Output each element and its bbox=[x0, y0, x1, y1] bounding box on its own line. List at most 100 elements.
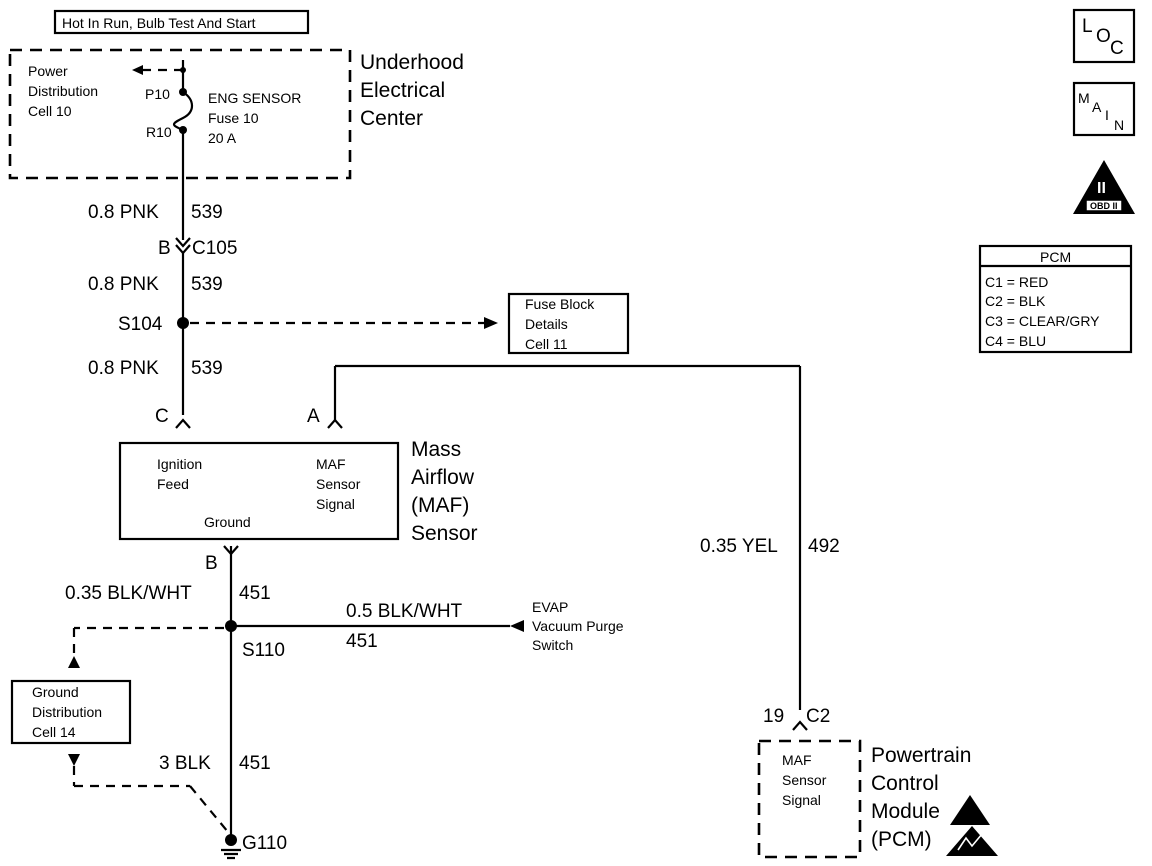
header-note-box bbox=[53, 9, 310, 35]
c105-pin: B bbox=[158, 238, 171, 259]
underhood-electrical-center-box bbox=[8, 48, 352, 180]
power-distribution-label: Power bbox=[28, 63, 68, 79]
svg-text:Electrical: Electrical bbox=[360, 79, 445, 102]
svg-text:Module: Module bbox=[871, 800, 940, 823]
svg-text:L: L bbox=[1082, 16, 1093, 37]
pcm-title: Powertrain bbox=[871, 744, 971, 767]
maf-title: Mass bbox=[411, 438, 461, 461]
svg-text:0.35 YEL: 0.35 YEL bbox=[700, 536, 778, 557]
arrow-left-icon bbox=[510, 620, 524, 632]
svg-text:Cell 11: Cell 11 bbox=[525, 336, 568, 352]
svg-text:Distribution: Distribution bbox=[32, 704, 102, 720]
svg-text:0.8 PNK: 0.8 PNK bbox=[88, 358, 159, 379]
svg-text:Vacuum Purge: Vacuum Purge bbox=[532, 618, 624, 634]
header-note: Hot In Run, Bulb Test And Start bbox=[62, 15, 256, 31]
svg-text:Feed: Feed bbox=[157, 476, 189, 492]
pcm-legend-title: PCM bbox=[1040, 249, 1071, 265]
arrow-up-icon bbox=[68, 656, 80, 668]
pcm-box bbox=[757, 739, 862, 859]
underhood-title: Underhood bbox=[360, 51, 464, 74]
svg-text:MAF: MAF bbox=[316, 456, 346, 472]
svg-text:3 BLK: 3 BLK bbox=[159, 753, 211, 774]
connector-c2-icon bbox=[792, 720, 808, 731]
svg-text:Sensor: Sensor bbox=[316, 476, 361, 492]
svg-text:Distribution: Distribution bbox=[28, 83, 98, 99]
svg-text:A: A bbox=[1092, 99, 1102, 115]
evap-label: EVAP bbox=[532, 599, 568, 615]
svg-text:C: C bbox=[1110, 38, 1124, 59]
svg-text:20 A: 20 A bbox=[208, 130, 237, 146]
svg-text:B: B bbox=[205, 553, 218, 574]
pin-r10: R10 bbox=[146, 124, 172, 140]
fuse-icon bbox=[172, 91, 194, 132]
loc-icon[interactable]: L O C bbox=[1072, 8, 1136, 64]
svg-text:Switch: Switch bbox=[532, 637, 573, 653]
svg-text:Ground: Ground bbox=[204, 514, 251, 530]
svg-text:Ignition: Ignition bbox=[157, 456, 202, 472]
svg-text:Signal: Signal bbox=[782, 792, 821, 808]
svg-text:492: 492 bbox=[808, 536, 840, 557]
ground-g110 bbox=[225, 834, 237, 846]
svg-text:451: 451 bbox=[346, 631, 378, 652]
svg-text:539: 539 bbox=[191, 274, 223, 295]
svg-text:MAF: MAF bbox=[782, 752, 812, 768]
svg-text:Ground: Ground bbox=[32, 684, 79, 700]
arrow-down-icon bbox=[68, 754, 80, 766]
fuse-block-details-box[interactable] bbox=[507, 292, 630, 355]
svg-text:Sensor: Sensor bbox=[411, 522, 478, 545]
splice-s104 bbox=[177, 317, 189, 329]
pcm-legend: PCM C1 = RED C2 = BLK C3 = CLEAR/GRY C4 … bbox=[978, 244, 1133, 354]
svg-text:I: I bbox=[1105, 107, 1109, 123]
svg-text:19: 19 bbox=[763, 706, 784, 727]
fuse-label: ENG SENSOR bbox=[208, 90, 301, 106]
svg-text:451: 451 bbox=[239, 583, 271, 604]
svg-text:Center: Center bbox=[360, 107, 423, 130]
svg-text:OBD II: OBD II bbox=[1090, 201, 1118, 211]
svg-text:II: II bbox=[1097, 180, 1106, 197]
svg-text:Sensor: Sensor bbox=[782, 772, 827, 788]
svg-text:Control: Control bbox=[871, 772, 939, 795]
svg-text:M: M bbox=[1078, 90, 1090, 106]
svg-text:539: 539 bbox=[191, 202, 223, 223]
maf-sensor-box bbox=[118, 441, 400, 541]
pin-p10: P10 bbox=[145, 86, 170, 102]
esd-warning-icon-2 bbox=[946, 826, 998, 856]
svg-text:N: N bbox=[1114, 117, 1124, 133]
svg-text:Cell 14: Cell 14 bbox=[32, 724, 76, 740]
svg-text:0.35 BLK/WHT: 0.35 BLK/WHT bbox=[65, 583, 192, 604]
svg-text:(MAF): (MAF) bbox=[411, 494, 469, 517]
pcm-legend-row: C4 = BLU bbox=[985, 333, 1046, 349]
arrow-right-icon bbox=[484, 317, 498, 329]
wire-label: 0.8 PNK bbox=[88, 202, 159, 223]
svg-text:Fuse Block: Fuse Block bbox=[525, 296, 595, 312]
arrow-left-icon bbox=[132, 65, 143, 75]
obd-ii-icon[interactable]: II OBD II bbox=[1073, 160, 1135, 214]
pcm-legend-row: C2 = BLK bbox=[985, 293, 1046, 309]
svg-text:539: 539 bbox=[191, 358, 223, 379]
svg-text:Airflow: Airflow bbox=[411, 466, 475, 489]
ground-distribution-box[interactable] bbox=[10, 679, 132, 745]
svg-text:O: O bbox=[1096, 26, 1111, 47]
svg-text:Fuse 10: Fuse 10 bbox=[208, 110, 259, 126]
pcm-legend-row: C3 = CLEAR/GRY bbox=[985, 313, 1100, 329]
svg-text:Details: Details bbox=[525, 316, 568, 332]
svg-text:(PCM): (PCM) bbox=[871, 828, 932, 851]
svg-text:0.8 PNK: 0.8 PNK bbox=[88, 274, 159, 295]
main-icon[interactable]: M A I N bbox=[1072, 81, 1136, 137]
svg-text:0.5 BLK/WHT: 0.5 BLK/WHT bbox=[346, 601, 463, 622]
svg-text:S104: S104 bbox=[118, 314, 163, 335]
svg-text:G110: G110 bbox=[242, 833, 287, 854]
svg-text:A: A bbox=[307, 406, 320, 427]
svg-text:Signal: Signal bbox=[316, 496, 355, 512]
connector-a-icon bbox=[327, 418, 343, 429]
connector-c105-icon bbox=[175, 237, 191, 255]
c105-label: C105 bbox=[192, 238, 237, 259]
svg-text:C2: C2 bbox=[806, 706, 830, 727]
svg-text:S110: S110 bbox=[242, 640, 285, 661]
ground-icon bbox=[221, 848, 241, 860]
svg-text:Cell 10: Cell 10 bbox=[28, 103, 72, 119]
esd-warning-icon bbox=[950, 795, 990, 825]
svg-text:451: 451 bbox=[239, 753, 271, 774]
